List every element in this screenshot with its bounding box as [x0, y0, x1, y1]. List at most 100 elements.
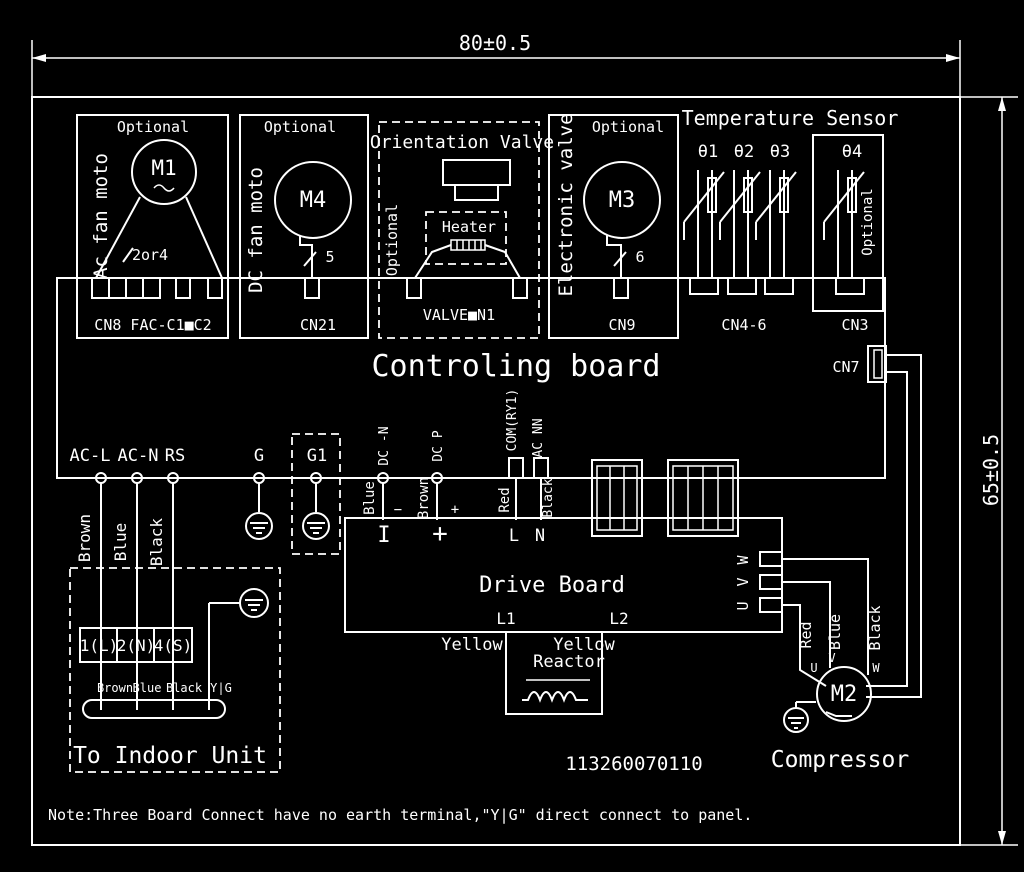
ac-fan-motor: Optional Ac fan moto M1 2or4 CN8 FAC-C1■…	[76, 114, 229, 339]
height-dimension: 65±0.5	[960, 96, 1018, 846]
valve-optional: Optional	[383, 204, 401, 276]
indoor-wire-black: Black	[166, 681, 203, 695]
terminal-ac-nn: AC NN	[531, 418, 546, 457]
valve-connector: VALVE■N1	[423, 306, 495, 324]
temp-sensor-optional: Optional	[860, 188, 876, 255]
wire-black-n: Black	[541, 478, 556, 517]
compressor-v: V	[828, 651, 835, 665]
drive-big-plus: +	[432, 519, 448, 549]
motor-m3-label: M3	[609, 188, 636, 213]
reactor: Yellow Yellow Reactor	[441, 632, 615, 715]
terminal-dc-n: DC -N	[377, 426, 392, 465]
compressor-label: Compressor	[771, 747, 909, 773]
terminal-rs: RS	[165, 446, 185, 466]
cn7-label: CN7	[832, 358, 859, 376]
drive-n: N	[535, 526, 545, 546]
drive-u: U	[734, 601, 752, 610]
wire-plus: +	[451, 502, 459, 518]
temp-sensor-connector-b: CN3	[841, 316, 868, 334]
compressor-ground-icon	[783, 707, 809, 733]
compressor: M2 U V W Compressor	[771, 651, 909, 773]
terminal-dc-p: DC P	[431, 430, 446, 461]
orientation-valve: Orientation Valve Heater Optional VALVE■…	[370, 121, 554, 339]
wire-brown-ac-l: Brown	[75, 514, 94, 562]
wire-minus: −	[394, 502, 402, 518]
temp-sensor-title: Temperature Sensor	[682, 106, 899, 130]
motor-m2-icon	[816, 666, 872, 722]
motor-m1-icon	[131, 139, 197, 205]
terminal-com: COM(RY1)	[505, 389, 520, 452]
dc-fan-wires: 5	[325, 248, 334, 266]
indoor-wire-yg: Y|G	[210, 681, 232, 695]
wire-blue-v: Blue	[826, 614, 844, 650]
indoor-unit-label: To Indoor Unit	[73, 743, 267, 769]
electronic-valve-connector: CN9	[608, 316, 635, 334]
electronic-valve-wires: 6	[635, 248, 644, 266]
drive-l2: L2	[609, 609, 628, 628]
compressor-w: W	[872, 661, 880, 675]
drive-big-minus: I	[377, 523, 390, 548]
drive-l: L	[509, 526, 519, 546]
width-dimension: 80±0.5	[31, 31, 961, 98]
electronic-valve-optional: Optional	[592, 118, 664, 136]
indoor-unit: 1(L) 2(N) 4(S) Brown Blue Black Y|G To I…	[69, 567, 281, 773]
temp-sensor-t3: θ3	[770, 142, 790, 162]
indoor-terminal-1: 1(L)	[80, 636, 119, 655]
indoor-terminal-2: 2(N)	[117, 636, 156, 655]
power-terminals: AC-L AC-N RS G Brown Blue Black G1	[70, 433, 341, 710]
wire-brown-dc: Brown	[416, 477, 432, 519]
ac-fan-connector: CN8 FAC-C1■C2	[94, 316, 211, 334]
diagram-note: Note:Three Board Connect have no earth t…	[48, 806, 752, 824]
terminal-ac-n: AC-N	[118, 446, 159, 466]
height-dimension-label: 65±0.5	[979, 434, 1003, 506]
reactor-yellow-l1: Yellow	[441, 635, 503, 655]
ac-wave-icon	[153, 184, 175, 192]
part-number: 113260070110	[565, 753, 702, 775]
temp-sensor-t2: θ2	[734, 142, 754, 162]
reactor-yellow-l2: Yellow	[553, 635, 615, 655]
temperature-sensors: Temperature Sensor θ1 θ2 θ3 CN4-6 θ4	[682, 106, 899, 334]
electronic-valve-name: Electronic valve	[555, 113, 577, 296]
controlling-board-title: Controling board	[372, 349, 661, 384]
wire-black-w: Black	[866, 605, 884, 650]
ground-g-icon	[245, 512, 273, 540]
terminal-g: G	[254, 446, 264, 466]
temp-sensor-t4: θ4	[842, 142, 862, 162]
dc-fan-name: DC fan moto	[245, 167, 267, 293]
ac-fan-optional: Optional	[117, 118, 189, 136]
wire-black-rs: Black	[147, 518, 166, 567]
motor-m1-label: M1	[151, 156, 176, 180]
drive-l1: L1	[496, 609, 515, 628]
reactor-label: Reactor	[533, 652, 605, 672]
drive-w: W	[734, 555, 752, 565]
terminal-g1: G1	[307, 446, 327, 466]
dc-fan-motor: Optional DC fan moto M4 5 CN21	[239, 114, 369, 339]
dc-fan-optional: Optional	[264, 118, 336, 136]
wire-blue-ac-n: Blue	[111, 523, 130, 562]
valve-title: Orientation Valve	[370, 132, 554, 153]
compressor-wires: Red Blue Black	[782, 558, 884, 687]
cable-clamp-icon	[82, 699, 226, 719]
motor-m3-icon	[583, 161, 661, 239]
indoor-terminal-3: 4(S)	[154, 636, 193, 655]
width-dimension-label: 80±0.5	[459, 31, 531, 55]
compressor-u: U	[810, 661, 817, 675]
drive-v: V	[734, 577, 752, 586]
wire-blue-dc: Blue	[362, 481, 378, 515]
reactor-coil-icon	[522, 691, 588, 703]
ac-fan-wires: 2or4	[132, 246, 168, 264]
temp-sensor-t1: θ1	[698, 142, 718, 162]
electronic-valve: Optional Electronic valve M3 6 CN9	[548, 113, 679, 339]
board-bridge-connectors	[591, 459, 739, 537]
valve-heater-label: Heater	[442, 218, 496, 236]
valve-body-icon	[442, 159, 511, 186]
dc-terminals: DC -N DC P Blue − Brown + COM(RY1) AC NN…	[362, 389, 556, 520]
drive-board-title: Drive Board	[479, 573, 625, 598]
wire-red-u: Red	[797, 621, 815, 648]
ac-fan-name: Ac fan moto	[90, 153, 112, 279]
panel-outline	[31, 96, 961, 846]
indoor-wire-brown: Brown	[97, 681, 133, 695]
temp-sensor-connector-a: CN4-6	[721, 316, 766, 334]
terminal-ac-l: AC-L	[70, 446, 111, 466]
